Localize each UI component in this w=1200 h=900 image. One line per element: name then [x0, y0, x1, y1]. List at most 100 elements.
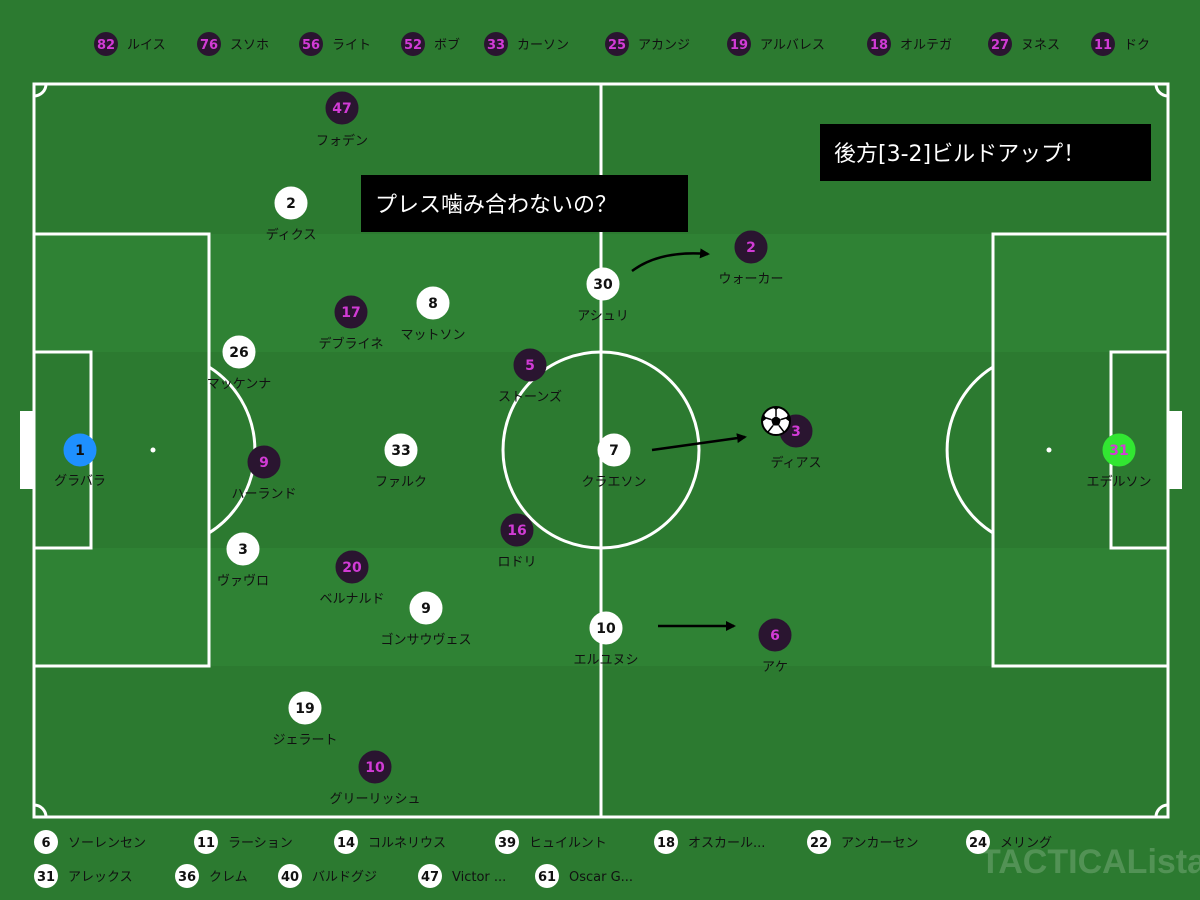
- away-sub-marker: [484, 32, 508, 56]
- away-sub[interactable]: 27 ヌネス: [988, 32, 1060, 56]
- home-player-number: 33: [391, 443, 410, 459]
- away-sub-name: ヌネス: [1021, 38, 1060, 53]
- home-player-marker: [409, 591, 443, 625]
- home-player-name: ヴァヴロ: [217, 573, 269, 589]
- away-sub[interactable]: 19 アルバレス: [727, 32, 825, 56]
- home-sub-name: クレム: [209, 870, 248, 885]
- away-player-marker: [513, 348, 547, 382]
- home-sub[interactable]: 61 Oscar G...: [535, 864, 633, 888]
- away-sub-name: ルイス: [127, 38, 166, 53]
- away-sub-number: 19: [730, 38, 748, 53]
- home-player-number: 8: [428, 296, 438, 312]
- home-player[interactable]: 2 ディクス: [266, 186, 317, 243]
- away-player-name: ディアス: [770, 455, 821, 471]
- home-sub-number: 22: [810, 836, 828, 851]
- home-player-marker: [288, 691, 322, 725]
- away-sub-marker: [1091, 32, 1115, 56]
- home-sub-marker: [278, 864, 302, 888]
- home-player[interactable]: 33 ファルク: [375, 433, 427, 490]
- away-player-marker: [1102, 433, 1136, 467]
- movement-arrow: [631, 248, 710, 273]
- home-player-number: 2: [286, 196, 296, 212]
- home-sub-marker: [966, 830, 990, 854]
- away-sub-number: 11: [1094, 38, 1112, 53]
- movement-arrow: [651, 433, 747, 452]
- home-sub-number: 61: [538, 870, 556, 885]
- left-goal: [20, 411, 33, 489]
- home-sub-marker: [495, 830, 519, 854]
- home-player-number: 9: [421, 601, 431, 617]
- right-penalty-arc: [945, 365, 994, 535]
- home-player-marker: [586, 267, 620, 301]
- away-player[interactable]: 6アケ: [758, 618, 792, 675]
- right-penalty-spot: [1046, 447, 1052, 453]
- home-player-name: ファルク: [375, 475, 427, 490]
- away-sub-name: アルバレス: [760, 38, 825, 53]
- home-sub-number: 18: [657, 836, 675, 851]
- home-player-number: 26: [229, 345, 248, 361]
- away-sub-name: アカンジ: [638, 38, 690, 53]
- corner-arc: [33, 83, 48, 98]
- home-player-name: ジェラート: [272, 733, 337, 748]
- home-player-marker: [589, 611, 623, 645]
- home-sub-marker: [807, 830, 831, 854]
- away-player-number: 6: [770, 628, 780, 644]
- home-sub-marker: [535, 864, 559, 888]
- away-player-number: 5: [525, 358, 535, 374]
- note-buildup: 後方[3-2]ビルドアップ！: [820, 124, 1151, 181]
- away-sub-number: 27: [991, 38, 1009, 53]
- home-sub-name: Oscar G...: [569, 870, 633, 885]
- away-player-number: 10: [365, 760, 385, 776]
- home-player-marker: [226, 532, 260, 566]
- home-player-name: ディクス: [266, 227, 317, 243]
- ball-icon: [761, 406, 791, 436]
- home-sub-marker: [654, 830, 678, 854]
- away-sub-number: 76: [200, 38, 218, 53]
- away-player-name: ベルナルド: [319, 592, 384, 607]
- away-sub-marker: [988, 32, 1012, 56]
- home-sub-name: バルドグジ: [312, 870, 377, 885]
- home-player-number: 10: [596, 621, 616, 637]
- home-player-marker: [222, 335, 256, 369]
- home-sub-marker: [34, 864, 58, 888]
- away-player-marker: [247, 445, 281, 479]
- centre-circle: [501, 350, 701, 550]
